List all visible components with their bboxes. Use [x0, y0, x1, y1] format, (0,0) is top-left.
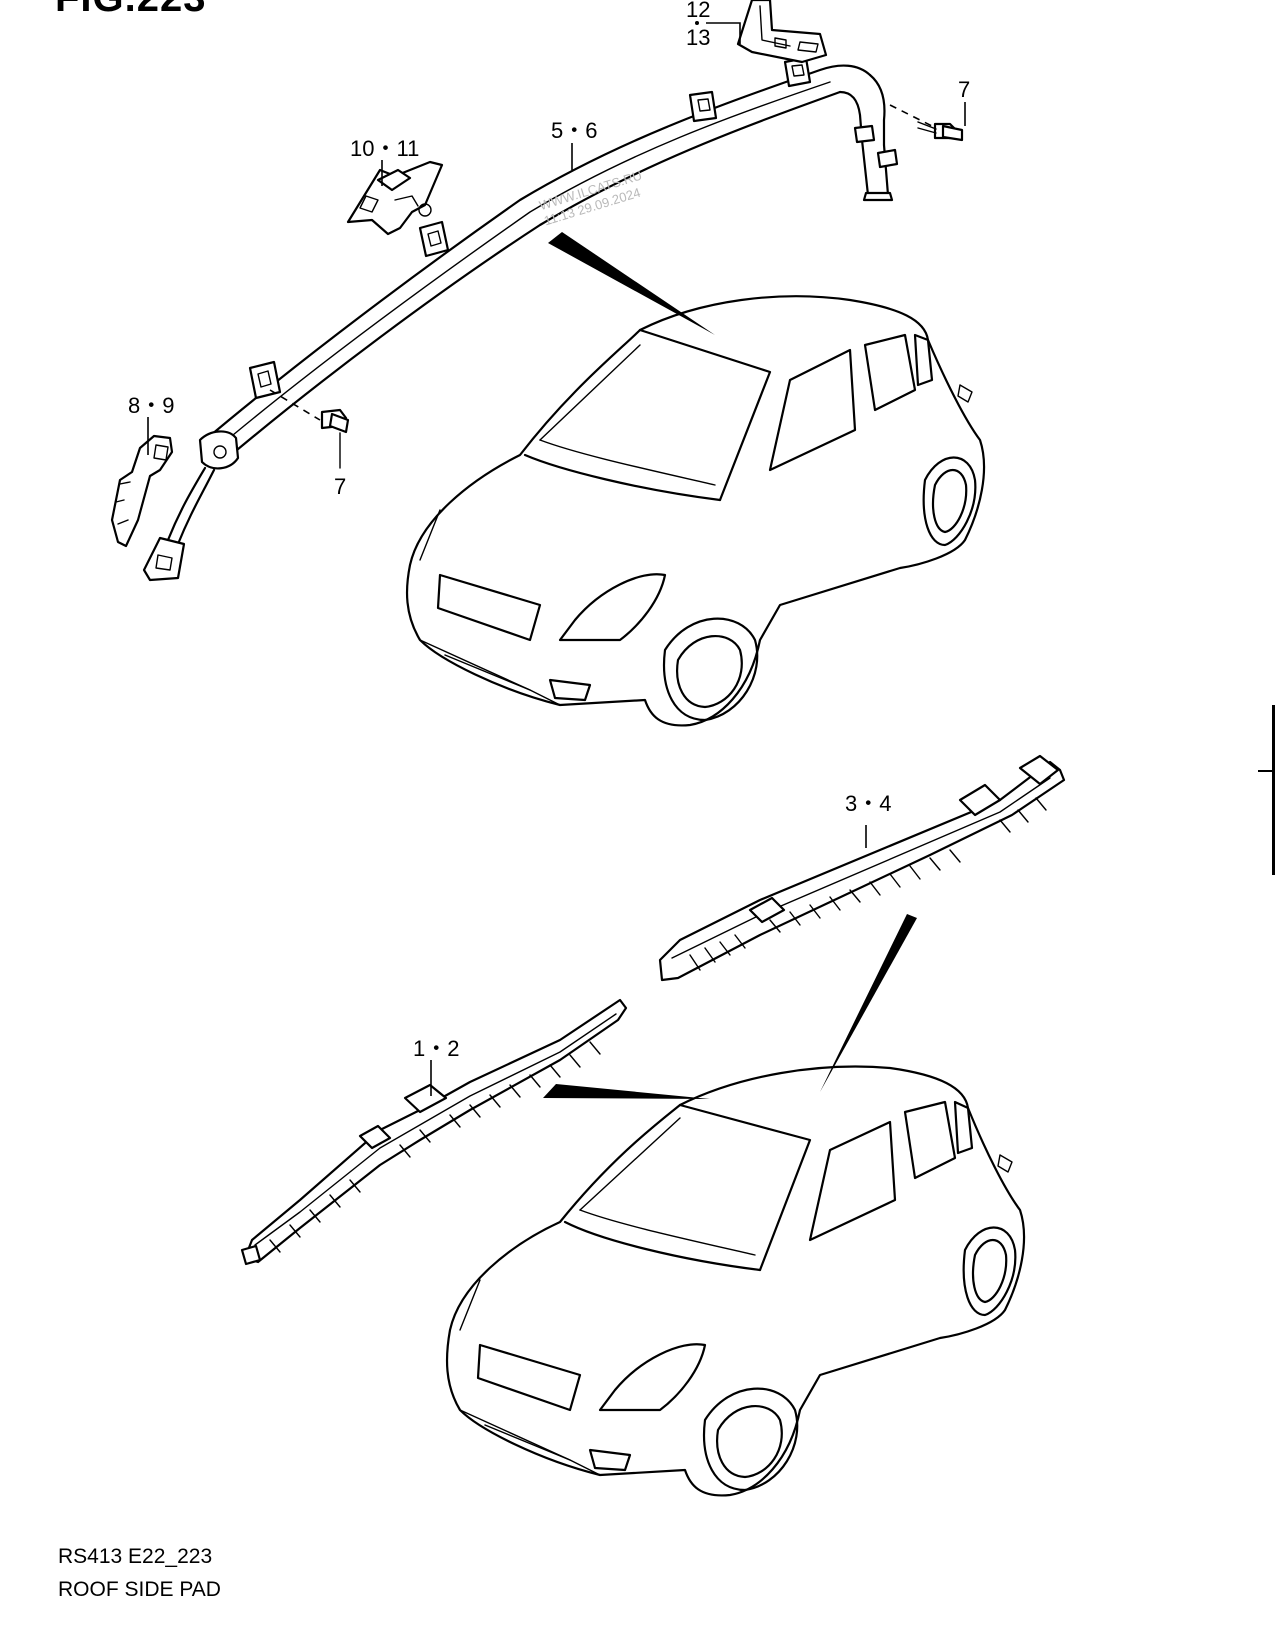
figure-title: FIG.223 — [55, 0, 207, 21]
figure-code: RS413 E22_223 — [58, 1545, 213, 1568]
callout-7-bottom: 7 — [334, 474, 346, 499]
pointer-wedge-diagonal — [820, 914, 917, 1092]
callout-8-9: 8・9 — [128, 393, 174, 418]
figure-name: ROOF SIDE PAD — [58, 1578, 221, 1601]
callout-10-11: 10・11 — [350, 136, 419, 161]
margin-line — [1272, 705, 1275, 875]
callout-13: 13 — [686, 25, 710, 50]
car-outline-top — [405, 295, 986, 727]
callout-3-4: 3・4 — [845, 791, 891, 816]
callout-12: 12 — [686, 0, 710, 22]
front-mount-bracket — [110, 434, 174, 548]
roof-side-pad-rear — [658, 754, 1066, 982]
callout-7-top: 7 — [958, 77, 970, 102]
pointer-wedge-top — [548, 232, 715, 335]
roof-side-pad-front — [240, 998, 628, 1266]
rear-pillar-bracket — [736, 0, 828, 64]
front-pillar-bracket — [346, 160, 444, 236]
callout-dot — [695, 21, 699, 25]
curtain-airbag-assembly — [142, 56, 941, 582]
pointer-wedge-horizontal — [543, 1084, 710, 1099]
margin-tick — [1258, 770, 1275, 772]
bolt-7-bottom — [320, 408, 350, 469]
callout-1-2: 1・2 — [413, 1036, 459, 1061]
car-outline-bottom — [445, 1065, 1026, 1497]
bolt-7-top — [917, 121, 964, 142]
callout-5-6: 5・6 — [551, 118, 597, 143]
leader-12-13 — [706, 22, 741, 44]
